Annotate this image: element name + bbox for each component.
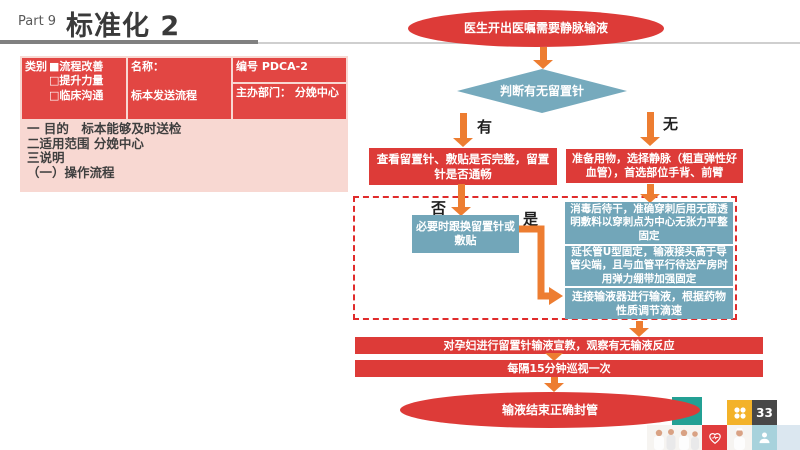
arrow-down-icon	[629, 321, 649, 337]
checkbox-empty-icon: □	[49, 74, 60, 88]
number-label: 编号	[236, 60, 258, 73]
category-cell: 类别 ■流程改善 □提升力量 □临床沟通	[22, 58, 126, 119]
category-option: □临床沟通	[49, 88, 104, 102]
person-icon-square	[752, 425, 777, 450]
person-icon	[759, 432, 770, 444]
title-underline-dark	[0, 40, 258, 44]
flow-educate-bar: 对孕妇进行留置针输液宣教，观察有无输液反应	[355, 337, 763, 354]
flow-check-needle-box: 查看留置针、敷贴是否完整，留置针是否通畅	[369, 148, 557, 185]
category-option: □提升力量	[49, 74, 104, 88]
name-cell: 名称： 标本发送流程	[128, 58, 231, 119]
flow-patrol-bar: 每隔15分钟巡视一次	[355, 360, 763, 377]
flow-connect-box: 连接输液器进行输液，根据药物性质调节滴速	[565, 288, 733, 319]
arrow-down-icon	[545, 353, 563, 361]
number-cell: 编号 PDCA-2	[233, 58, 346, 82]
flow-replace-box: 必要时跟换留置针或敷贴	[412, 215, 519, 253]
category-option: ■流程改善	[49, 60, 104, 73]
dashed-group-border	[353, 196, 737, 320]
flow-start-ellipse: 医生开出医嘱需要静脉输液	[408, 10, 664, 47]
branch-label-none: 无	[663, 115, 679, 133]
clover-icon-square	[727, 400, 752, 425]
pale-decor-square	[777, 425, 800, 450]
notes-block: 一 目的 标本能够及时送检 二适用范围 分娩中心 三说明 （一）操作流程	[27, 121, 182, 180]
name-value: 标本发送流程	[131, 89, 197, 103]
part-label: Part 9	[18, 14, 57, 29]
category-label: 类别	[25, 60, 47, 73]
flow-disinfect-box: 消毒后待干，准确穿刺后用无菌透明敷料以穿刺点为中心无张力平整固定	[565, 202, 733, 244]
title-underline-light	[0, 42, 800, 44]
nurse-photo-graphic	[727, 425, 752, 450]
medical-team-photo	[647, 425, 702, 450]
medical-team-photo-graphic	[647, 425, 702, 450]
flow-prepare-box: 准备用物，选择静脉（粗直弹性好血管），首选部位手背、前臂	[566, 149, 743, 183]
flow-end-ellipse: 输液结束正确封管	[400, 392, 700, 428]
arrow-down-icon	[640, 184, 660, 203]
note-line: （一）操作流程	[27, 164, 115, 180]
heart-icon	[708, 432, 721, 444]
checkbox-empty-icon: □	[49, 88, 60, 102]
note-line: 二适用范围 分娩中心	[27, 135, 144, 151]
page-title: 标准化 2	[66, 11, 181, 42]
clover-icon	[733, 406, 746, 419]
info-table: 类别 ■流程改善 □提升力量 □临床沟通 名称： 标本发送流程 编号 PDCA-…	[22, 58, 346, 119]
branch-label-no: 否	[431, 199, 447, 217]
elbow-connector-icon	[519, 225, 563, 305]
nurse-photo	[727, 425, 752, 450]
number-value: PDCA-2	[261, 60, 308, 73]
department-cell: 主办部门： 分娩中心	[233, 84, 346, 119]
arrow-down-icon	[451, 184, 471, 216]
arrow-down-icon	[453, 113, 473, 147]
flow-fixation-box: 延长管U型固定，输液接头高于导管尖端，且与血管平行待送产房时用弹力绷带加强固定	[565, 246, 733, 286]
arrow-down-icon	[544, 377, 564, 392]
number-department-column: 编号 PDCA-2 主办部门： 分娩中心	[233, 58, 346, 119]
department-value: 分娩中心	[294, 86, 339, 99]
flow-decision-diamond: 判断有无留置针	[457, 69, 627, 113]
branch-label-yes: 是	[523, 210, 539, 228]
branch-label-has: 有	[477, 118, 493, 136]
department-label: 主办部门：	[236, 86, 291, 99]
note-line: 三说明	[27, 150, 65, 165]
page-number-badge: 33	[752, 400, 777, 425]
name-label: 名称：	[131, 60, 164, 73]
arrow-down-icon	[533, 47, 553, 69]
arrow-down-icon	[640, 112, 660, 146]
checkbox-checked-icon: ■	[49, 60, 60, 73]
heart-icon-square	[702, 425, 727, 450]
note-line: 一 目的 标本能够及时送检	[27, 121, 182, 136]
page-number: 33	[756, 405, 773, 420]
